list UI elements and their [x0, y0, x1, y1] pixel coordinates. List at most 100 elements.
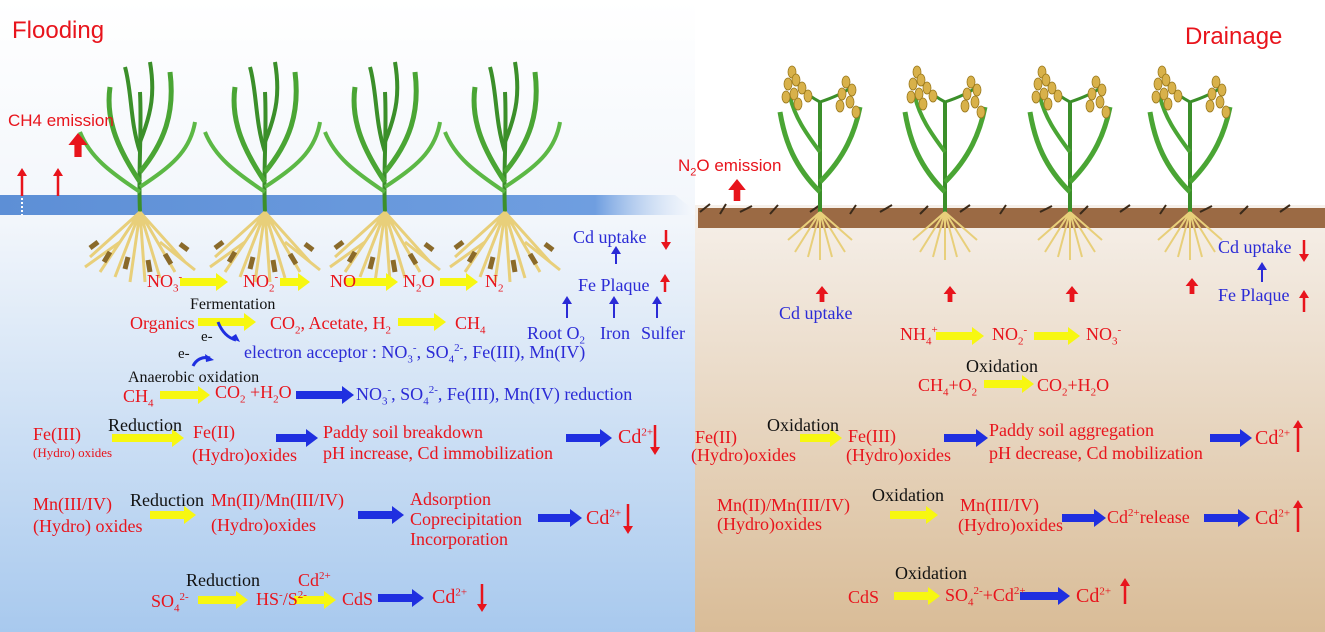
drain-mn-reactant-sub: (Hydro)oxides — [717, 514, 822, 534]
drainage-title: Drainage — [1185, 23, 1283, 50]
ch4-emission-label: CH4 emission — [8, 111, 114, 130]
drain-fe-reactant-sub: (Hydro)oxides — [691, 445, 796, 465]
flood-s-result: Cd2+ — [432, 586, 468, 608]
ao-reduction: NO3-, SO42-, Fe(III), Mn(IV) reduction — [356, 384, 633, 408]
n-species-n2: N2 — [485, 271, 504, 295]
electron-acceptor: electron acceptor : NO3-, SO42-, Fe(III)… — [244, 342, 586, 366]
n-chain-arrow-1 — [280, 273, 310, 291]
drain-mn-product: Mn(III/IV) — [960, 495, 1039, 515]
drain-fe-yellow-arrow — [800, 429, 842, 447]
electron-label-1: e- — [201, 329, 213, 345]
flood-s-yellow-arrow-1 — [198, 591, 248, 609]
nitri-arrow-2 — [1034, 327, 1080, 345]
drain-fe-up-arrow-head — [1293, 420, 1303, 428]
flood-fe-blue-arrow-1 — [276, 429, 318, 447]
electron-curve-1-head — [230, 334, 240, 342]
n-species-no3: NO3- — [147, 271, 183, 295]
flood-mn-effect3: Incorporation — [410, 529, 508, 549]
ao-co2-h2o: CO2 +H2O — [215, 382, 292, 406]
flood-s-cd-in: Cd2+ — [298, 570, 331, 590]
ao-yellow-arrow — [160, 386, 210, 404]
drain-s-blue-arrow — [1020, 587, 1070, 605]
flood-s-down-arrow-head — [477, 604, 487, 612]
drain-nh4: NH4+ — [900, 324, 938, 348]
drain-mn-process: Oxidation — [872, 485, 944, 505]
flood-fe-product-sub: (Hydro)oxides — [192, 445, 297, 465]
drain-plaque-to-uptake-arrow-head — [1257, 262, 1267, 270]
flood-fe-plaque: Fe Plaque — [578, 275, 650, 295]
drain-ch4-oxidation-label: Oxidation — [966, 356, 1038, 376]
drain-fe-effect2: pH decrease, Cd mobilization — [989, 443, 1203, 463]
drain-co2-h2o: CO2+H2O — [1037, 375, 1110, 399]
drain-fe-reactant: Fe(II) — [695, 427, 737, 447]
drain-fe-result: Cd2+ — [1255, 427, 1291, 449]
plaque-to-uptake-arrow-head — [611, 246, 621, 254]
ao-blue-arrow — [296, 386, 354, 404]
flood-mn-effect1: Adsorption — [410, 489, 491, 509]
flood-mn-result: Cd2+ — [586, 507, 622, 529]
drain-root-uptake-arrow-1 — [943, 286, 957, 302]
flood-s-product: CdS — [342, 589, 374, 609]
flood-mn-product: Mn(II)/Mn(III/IV) — [211, 490, 344, 510]
drain-fe-blue-arrow-2 — [1210, 429, 1252, 447]
root-o2-arrow-head — [562, 296, 572, 304]
h2-to-ch4-arrow — [398, 313, 446, 331]
flood-s-intermediate: HS-/S2- — [256, 589, 307, 609]
drain-s-result: Cd2+ — [1076, 585, 1112, 607]
drain-fe-plaque: Fe Plaque — [1218, 285, 1290, 305]
drain-ch4-arrow — [984, 375, 1034, 393]
drain-ch4-o2: CH4+O2 — [918, 375, 978, 399]
bubble-arrow-2-head — [53, 168, 63, 176]
flooding-title: Flooding — [12, 17, 105, 44]
drain-fe-process: Oxidation — [767, 415, 839, 435]
drain-s-reactant: CdS — [848, 587, 880, 607]
flood-cd-uptake-down-arrow-head — [661, 242, 671, 250]
plaque-source-sulfer: Sulfer — [641, 323, 685, 343]
flood-mn-blue-arrow-1 — [358, 506, 404, 524]
anaerobic-oxidation-label: Anaerobic oxidation — [128, 369, 260, 386]
drain-mn-blue-arrow-1 — [1062, 509, 1106, 527]
n-species-no: NO — [330, 271, 356, 291]
n2o-emission-arrow — [728, 179, 746, 201]
drain-root-uptake-arrow-0 — [815, 286, 829, 302]
drain-fe-effect1: Paddy soil aggregation — [989, 420, 1154, 440]
flood-s-yellow-arrow-2 — [294, 591, 336, 609]
drain-mn-yellow-arrow — [890, 506, 938, 524]
flood-s-reactant: SO42- — [151, 591, 189, 615]
drain-mn-blue-arrow-2 — [1204, 509, 1250, 527]
flood-fe-effect2: pH increase, Cd immobilization — [323, 443, 553, 463]
drain-cd-uptake: Cd uptake — [1218, 237, 1292, 257]
drain-s-process: Oxidation — [895, 563, 967, 583]
drain-s-product: SO42-+Cd2+ — [945, 585, 1026, 609]
plaque-source-root-o2: Root O2 — [527, 323, 586, 347]
nitri-arrow-1 — [936, 327, 984, 345]
sulfer-arrow-head — [652, 296, 662, 304]
drain-fe-blue-arrow-1 — [944, 429, 988, 447]
drain-root-uptake-arrow-3 — [1185, 278, 1199, 294]
flood-fe-process: Reduction — [108, 415, 182, 435]
electron-label-2: e- — [178, 346, 190, 362]
flood-mn-effect2: Coprecipitation — [410, 509, 522, 529]
drain-no2: NO2- — [992, 324, 1028, 348]
ao-ch4: CH4 — [123, 386, 154, 410]
flood-mn-product-sub: (Hydro)oxides — [211, 515, 316, 535]
drain-root-uptake-arrow-2 — [1065, 286, 1079, 302]
iron-arrow-head — [609, 296, 619, 304]
drain-fe-product-sub: (Hydro)oxides — [846, 445, 951, 465]
drain-cd-uptake-up-arrow-head — [1299, 254, 1309, 262]
n-species-n2o: N2O — [403, 271, 435, 295]
ch4-emission-arrow — [68, 133, 88, 157]
drain-s-yellow-arrow — [894, 587, 940, 605]
n-chain-arrow-2 — [345, 273, 398, 291]
fermentation-label: Fermentation — [190, 296, 276, 313]
flood-mn-down-arrow-head — [623, 526, 633, 534]
flood-fe-reactant: Fe(III) — [33, 424, 81, 444]
flood-fe-down-arrow-head — [650, 447, 660, 455]
drain-cd-uptake-root: Cd uptake — [779, 303, 853, 323]
flood-plaque-up-arrow-head — [660, 274, 670, 282]
flood-mn-reactant: Mn(III/IV) — [33, 494, 112, 514]
organics-arrow — [198, 313, 256, 331]
